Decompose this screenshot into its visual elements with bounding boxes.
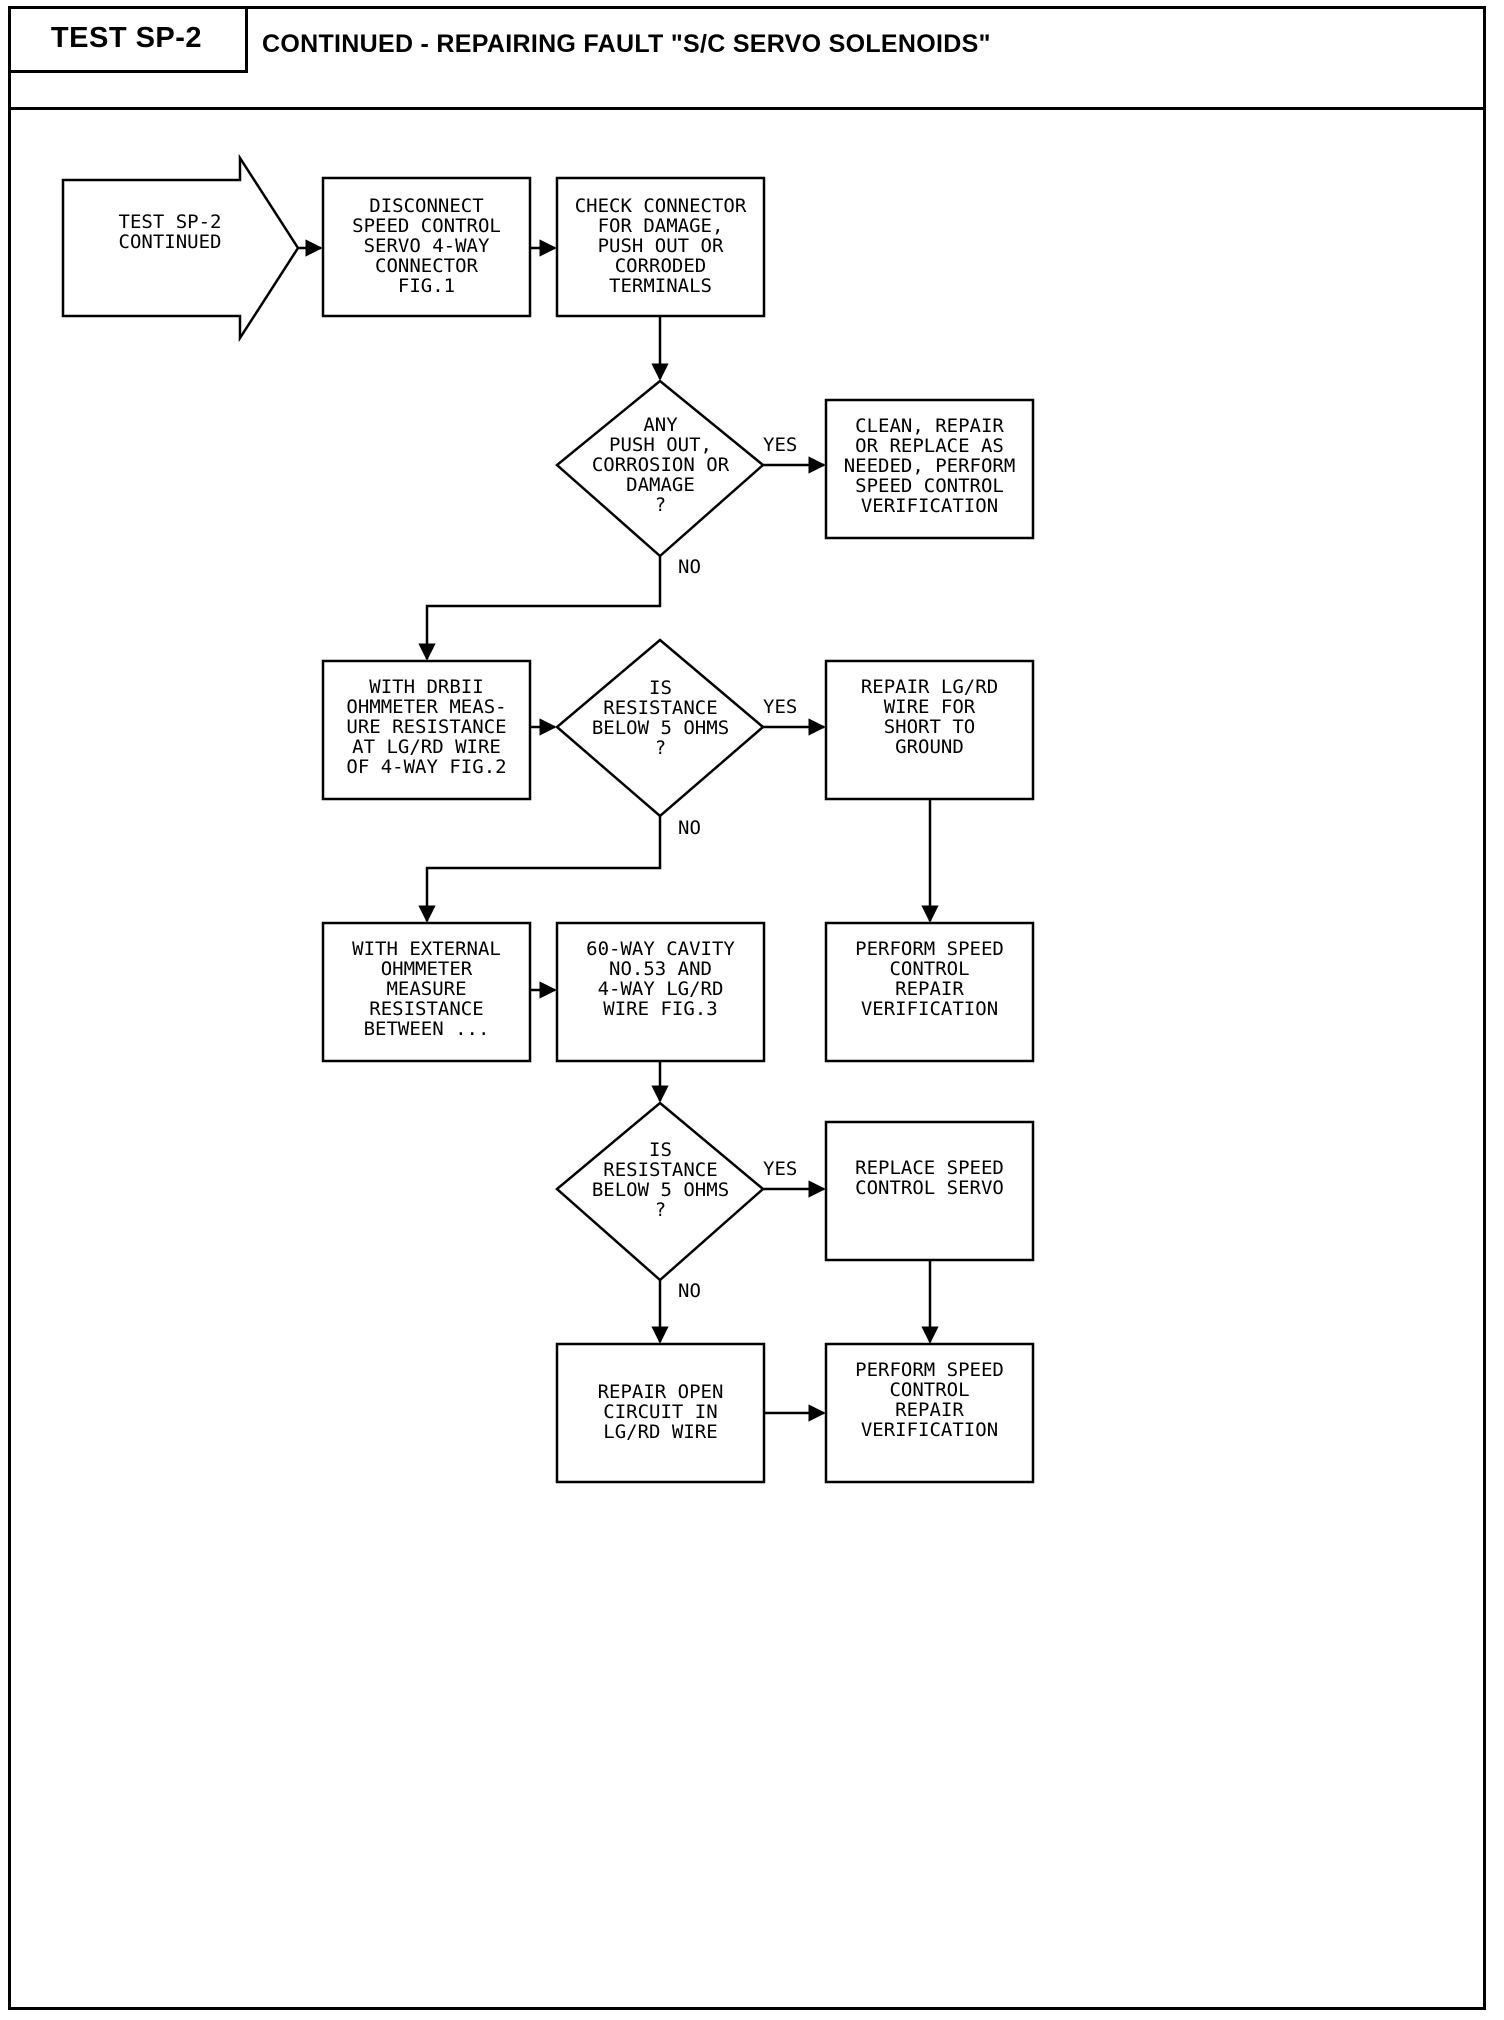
- header-divider: [8, 70, 248, 73]
- box-replace: REPLACE SPEED CONTROL SERVO: [826, 1122, 1033, 1260]
- box-verify2-outline: [824, 1342, 1035, 1484]
- test-id-cell: TEST SP-2: [8, 6, 248, 70]
- yes-label-damage: YES: [763, 434, 798, 456]
- box-repair-short-text: REPAIR LG/RD WIRE FOR SHORT TO GROUND: [860, 676, 999, 758]
- page-frame: [8, 6, 1486, 2010]
- box-dbii: WITH DRBII OHMMETER MEAS- URE RESISTANCE…: [323, 661, 530, 799]
- box-verify2-text: PERFORM SPEED CONTROL REPAIR VERIFICATIO…: [855, 1359, 1004, 1441]
- box-external-text: WITH EXTERNAL OHMMETER MEASURE RESISTANC…: [352, 938, 501, 1040]
- decision-res1-text: IS RESISTANCE BELOW 5 OHMS ?: [591, 677, 730, 759]
- start-arrow-shape: [61, 153, 300, 343]
- test-id: TEST SP-2: [50, 21, 203, 54]
- box-external: WITH EXTERNAL OHMMETER MEASURE RESISTANC…: [323, 923, 530, 1061]
- box-disconnect-text: DISCONNECT SPEED CONTROL SERVO 4-WAY CON…: [352, 195, 501, 297]
- no-label-res1: NO: [678, 817, 701, 839]
- box-dbii-text: WITH DRBII OHMMETER MEAS- URE RESISTANCE…: [346, 676, 507, 778]
- box-dbii-outline: [321, 659, 532, 801]
- box-repair-short: REPAIR LG/RD WIRE FOR SHORT TO GROUND: [826, 661, 1033, 799]
- yes-label-res2: YES: [763, 1158, 798, 1180]
- no-label-damage: NO: [678, 556, 701, 578]
- header-title-cell: CONTINUED - REPAIRING FAULT "S/C SERVO S…: [262, 6, 991, 82]
- decision-damage: ANY PUSH OUT, CORROSION OR DAMAGE ?: [557, 415, 764, 515]
- box-clean-outline: [824, 398, 1035, 540]
- box-clean: CLEAN, REPAIR OR REPLACE AS NEEDED, PERF…: [826, 400, 1033, 538]
- box-check-text: CHECK CONNECTOR FOR DAMAGE, PUSH OUT OR …: [574, 195, 747, 297]
- decision-res1: IS RESISTANCE BELOW 5 OHMS ?: [557, 678, 764, 768]
- decision-damage-text: ANY PUSH OUT, CORROSION OR DAMAGE ?: [591, 414, 730, 516]
- start-label: TEST SP-2 CONTINUED: [118, 211, 222, 253]
- start-arrow: TEST SP-2 CONTINUED: [80, 212, 260, 292]
- yes-label-res1: YES: [763, 696, 798, 718]
- box-verify2: PERFORM SPEED CONTROL REPAIR VERIFICATIO…: [826, 1344, 1033, 1482]
- box-cavity-text: 60-WAY CAVITY NO.53 AND 4-WAY LG/RD WIRE…: [586, 938, 735, 1020]
- box-disconnect: DISCONNECT SPEED CONTROL SERVO 4-WAY CON…: [323, 178, 530, 316]
- box-check: CHECK CONNECTOR FOR DAMAGE, PUSH OUT OR …: [557, 178, 764, 316]
- no-label-res2: NO: [678, 1280, 701, 1302]
- box-cavity: 60-WAY CAVITY NO.53 AND 4-WAY LG/RD WIRE…: [557, 923, 764, 1061]
- box-external-outline: [321, 921, 532, 1063]
- box-verify1-outline: [824, 921, 1035, 1063]
- header-bottom-rule: [8, 107, 1486, 110]
- decision-res2: IS RESISTANCE BELOW 5 OHMS ?: [557, 1140, 764, 1230]
- page-title: CONTINUED - REPAIRING FAULT "S/C SERVO S…: [262, 29, 991, 58]
- box-verify1: PERFORM SPEED CONTROL REPAIR VERIFICATIO…: [826, 923, 1033, 1061]
- box-clean-text: CLEAN, REPAIR OR REPLACE AS NEEDED, PERF…: [843, 415, 1016, 517]
- decision-res2-text: IS RESISTANCE BELOW 5 OHMS ?: [591, 1139, 730, 1221]
- arrow-damage-no: [418, 556, 662, 661]
- box-verify1-text: PERFORM SPEED CONTROL REPAIR VERIFICATIO…: [855, 938, 1004, 1020]
- arrow-res1-no: [418, 816, 662, 923]
- box-repair-open: REPAIR OPEN CIRCUIT IN LG/RD WIRE: [557, 1344, 764, 1482]
- box-replace-text: REPLACE SPEED CONTROL SERVO: [855, 1157, 1004, 1199]
- box-repair-open-text: REPAIR OPEN CIRCUIT IN LG/RD WIRE: [597, 1381, 724, 1443]
